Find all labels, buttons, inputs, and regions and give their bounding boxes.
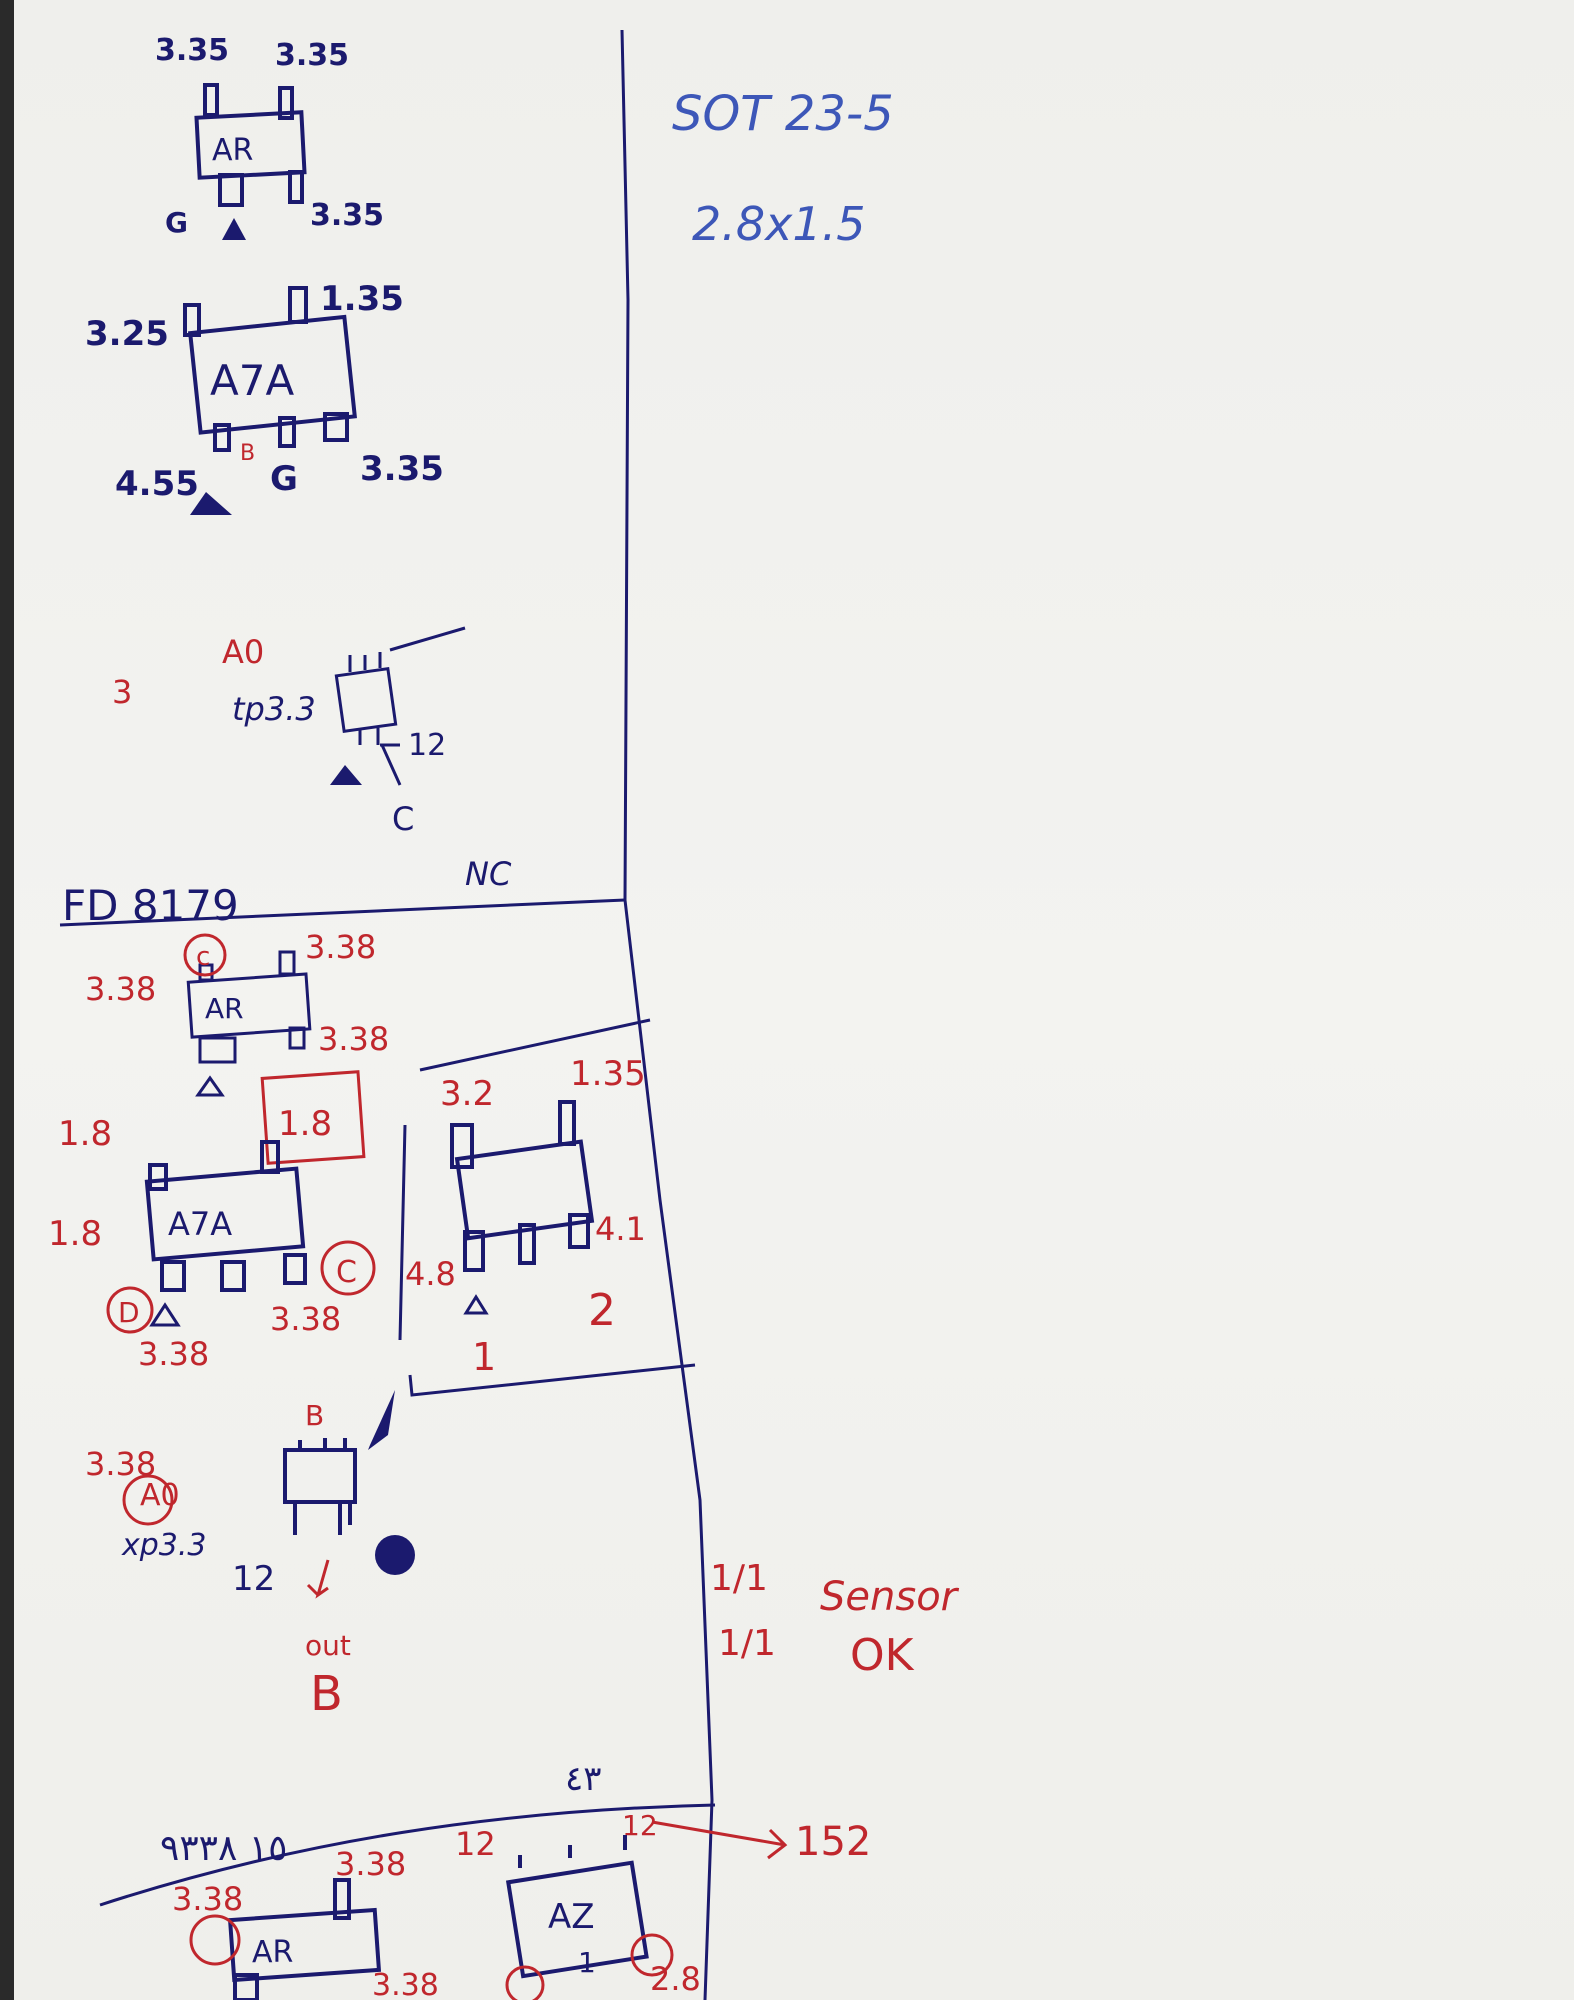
- section-title: FD 8179: [62, 881, 239, 930]
- pin-value: 4.8: [405, 1255, 456, 1293]
- divider-line: [620, 29, 714, 2000]
- pin-value: 1.35: [320, 279, 404, 319]
- chip-label: A7A: [168, 1205, 232, 1243]
- pin-label: C: [392, 800, 414, 838]
- section-line: [99, 1803, 716, 1907]
- notebook-page: [14, 0, 1574, 2000]
- pin-circle: [122, 1474, 174, 1526]
- package-note: SOT 23-5: [672, 86, 894, 142]
- pin-value: 3.38: [138, 1335, 209, 1373]
- pin-value: 4.55: [115, 464, 199, 504]
- pin-circle: [183, 933, 227, 977]
- chip-a7a-1: [183, 286, 357, 452]
- chip-unlabeled: [450, 1100, 595, 1272]
- highlight-box: [260, 1070, 366, 1165]
- pin-number: 1: [578, 1946, 596, 1979]
- pin-circle: [630, 1933, 674, 1977]
- pin-mark: c: [196, 942, 210, 972]
- pin-value: 3.38: [318, 1020, 389, 1058]
- chip-small-1: [334, 626, 466, 786]
- pin-value: 3.38: [305, 928, 376, 966]
- pin-value: 2.8: [650, 1960, 701, 1998]
- arrow-target: 152: [795, 1819, 871, 1865]
- pin-circle: [106, 1286, 154, 1334]
- gnd-dot: [375, 1535, 415, 1575]
- pin-label: 12: [408, 728, 446, 763]
- pin-value: 1.35: [570, 1054, 646, 1094]
- pin1-triangle: [149, 1302, 181, 1327]
- nc-label: NC: [465, 855, 512, 893]
- pin-circle: [320, 1240, 376, 1296]
- out-label: out: [305, 1629, 351, 1662]
- pin1-triangle: [190, 492, 232, 515]
- chip-label: AZ: [548, 1897, 595, 1937]
- pin-value: 3.38: [270, 1300, 341, 1338]
- region-box: [398, 1018, 696, 1397]
- pin-value: B: [240, 441, 255, 466]
- pencil-scribble: [368, 1390, 395, 1450]
- ok-note: OK: [850, 1630, 915, 1681]
- pin-number: 2: [588, 1285, 616, 1336]
- pin-label: A0: [140, 1478, 180, 1513]
- chip-label: AR: [212, 133, 253, 168]
- ratio-1: 1/1: [710, 1558, 768, 1599]
- pin-value: 1.8: [58, 1114, 112, 1154]
- pin-number: 1: [472, 1335, 496, 1379]
- pin1-triangle: [330, 765, 362, 785]
- chip-ar-3: [227, 1878, 382, 2000]
- pin-value: 1.8: [48, 1214, 102, 1254]
- ratio-2: 1/1: [718, 1623, 776, 1664]
- pin-label: A0: [222, 633, 264, 671]
- chip-small-2: [283, 1438, 357, 1535]
- pin-mark: D: [118, 1296, 140, 1329]
- out-arrow: [306, 1559, 330, 1599]
- pin-value: 3.35: [155, 33, 229, 68]
- pin-arrow: [651, 1820, 788, 1860]
- section-title: ١٥ ٩٣٣٨: [160, 1828, 287, 1869]
- pin-circle: [189, 1914, 241, 1966]
- pin1-triangle: [195, 1075, 225, 1097]
- pin-value: 3.35: [310, 198, 384, 233]
- out-pin: B: [310, 1666, 343, 1722]
- pin1-triangle: [222, 218, 246, 240]
- chip-label: A7A: [210, 356, 294, 405]
- pin-value: 3.38: [172, 1880, 243, 1918]
- chip-ar-1: [194, 83, 307, 207]
- pin-value: G: [165, 206, 188, 239]
- chip-ar-2: [186, 950, 312, 1064]
- section-line: [59, 898, 626, 927]
- pin-value: G: [270, 459, 298, 499]
- pin-label: tp3.3: [232, 690, 316, 728]
- pin-value: 3.38: [335, 1845, 406, 1883]
- pin-label: 12: [232, 1559, 275, 1599]
- box-value: 1.8: [278, 1104, 332, 1144]
- pin-label: B: [305, 1399, 324, 1432]
- pin-label: 3: [112, 673, 132, 711]
- pin1-triangle: [463, 1294, 489, 1315]
- pin-value: 3.25: [85, 314, 169, 354]
- pin-value: 12: [622, 1809, 658, 1842]
- pin-value: 3.2: [440, 1074, 494, 1114]
- pin-circle: [505, 1965, 545, 2000]
- sensor-note: Sensor: [820, 1574, 960, 1620]
- pin-value: 3.38: [85, 970, 156, 1008]
- chip-az: [505, 1835, 649, 1979]
- section-code: ٤٣: [565, 1759, 602, 1799]
- pin-value: 3.35: [275, 38, 349, 73]
- pin-mark: C: [336, 1255, 357, 1290]
- chip-label: AR: [252, 1935, 293, 1970]
- pin-value: 12: [455, 1825, 496, 1863]
- chip-label: AR: [205, 992, 244, 1025]
- size-note: 2.8x1.5: [692, 197, 866, 251]
- chip-a7a-2: [144, 1140, 307, 1292]
- pin-label: xp3.3: [121, 1528, 207, 1563]
- pin-value: 4.1: [595, 1210, 646, 1248]
- pin-value: 3.38: [372, 1968, 439, 2000]
- pin-value: 3.35: [360, 449, 444, 489]
